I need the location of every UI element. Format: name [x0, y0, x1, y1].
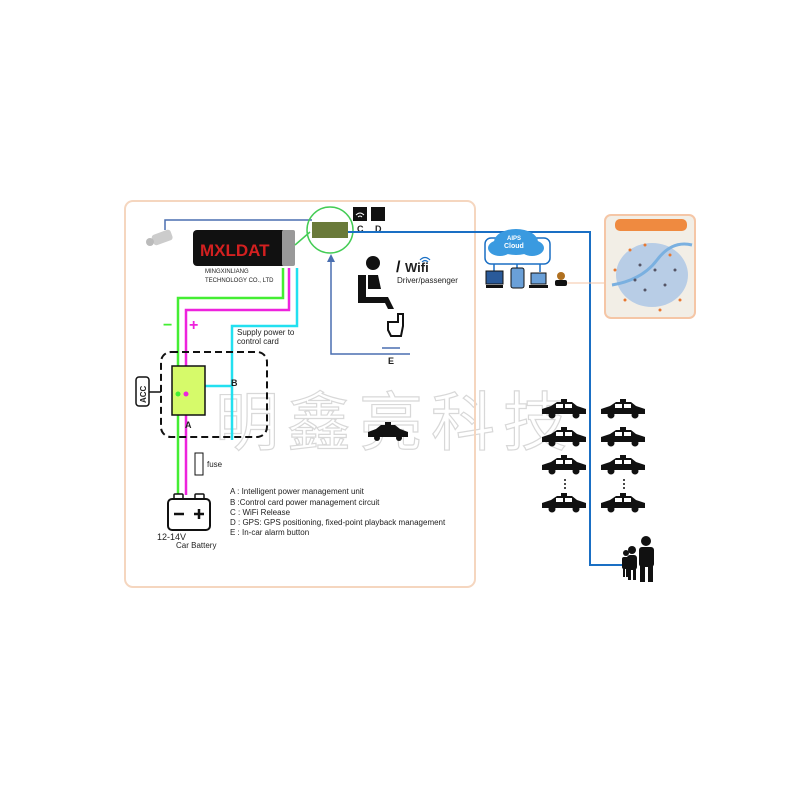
taxi-icon	[542, 455, 586, 475]
svg-text:Cloud: Cloud	[504, 243, 524, 250]
acc-label: ACC	[139, 385, 148, 403]
legend-item: B :Control card power management circuit	[230, 498, 380, 507]
company-name-1: MINGXINLIANG	[205, 269, 249, 275]
plus-label: +	[189, 317, 198, 334]
taxi-icon	[542, 399, 586, 419]
ellipsis-dot	[623, 483, 625, 485]
taxi-icon	[601, 493, 645, 513]
ellipsis-dot	[623, 487, 625, 489]
camera-icon	[146, 229, 173, 246]
ellipsis-dot	[623, 479, 625, 481]
people-silhouette-icon	[622, 536, 654, 582]
wifi-text: Wifi	[405, 260, 429, 275]
control-card	[312, 222, 348, 238]
supply-label-2: control card	[237, 337, 279, 346]
gps-icon	[371, 207, 385, 221]
label-a: A	[185, 420, 192, 430]
ellipsis-dot	[564, 479, 566, 481]
voltage-label: 12-14V	[157, 532, 186, 542]
taxi-icon	[368, 422, 408, 441]
wifi-icon	[353, 207, 367, 221]
client-devices-icon	[485, 267, 548, 289]
supply-label-1: Supply power to	[237, 328, 295, 337]
brand-logo: MXLDAT	[200, 241, 270, 260]
control-card-callout	[306, 206, 354, 254]
legend-item: D : GPS: GPS positioning, fixed-point pl…	[230, 518, 446, 527]
supply-wire	[230, 268, 299, 440]
vehicle-panel	[124, 200, 476, 588]
taxi-icon	[601, 399, 645, 419]
passenger-seat-icon	[358, 256, 394, 309]
legend-item: E : In-car alarm button	[230, 528, 309, 537]
car-battery-icon	[167, 493, 211, 531]
fuse-label: fuse	[207, 460, 223, 469]
power-box	[160, 351, 268, 438]
label-d: D	[375, 224, 382, 234]
alarm-line	[330, 256, 410, 355]
taxi-icon	[601, 427, 645, 447]
label-e: E	[388, 356, 394, 366]
ellipsis-dot	[564, 483, 566, 485]
network-line	[348, 231, 625, 566]
operator-icon	[555, 272, 567, 286]
label-b: B	[231, 378, 238, 388]
driver-passenger-label: Driver/passenger	[397, 276, 458, 285]
company-name-2: TECHNOLOGY CO., LTD	[205, 278, 274, 284]
legend: A : Intelligent power management unit B …	[230, 487, 446, 537]
ellipsis-dot	[564, 487, 566, 489]
aips-cloud-icon: AIPS Cloud	[484, 229, 551, 272]
wifi-label: /	[396, 259, 401, 276]
fuse	[194, 452, 204, 476]
city-map	[604, 214, 696, 319]
legend-item: C : WiFi Release	[230, 508, 291, 517]
battery-label: Car Battery	[176, 541, 216, 550]
taxi-icon	[601, 455, 645, 475]
camera-line	[164, 219, 312, 230]
power-unit-a	[171, 365, 206, 416]
svg-text:AIPS: AIPS	[507, 236, 521, 242]
led-taxi-sign: MXLDAT MINGXINLIANG TECHNOLOGY CO., LTD	[193, 230, 295, 284]
hand-pointer-icon	[387, 313, 404, 337]
legend-item: A : Intelligent power management unit	[230, 487, 365, 496]
label-c: C	[357, 224, 364, 234]
taxi-icon	[542, 427, 586, 447]
taxi-fleet	[542, 399, 645, 513]
minus-label: −	[163, 317, 172, 334]
taxi-icon	[542, 493, 586, 513]
watermark: 明鑫亮科技	[215, 387, 575, 461]
